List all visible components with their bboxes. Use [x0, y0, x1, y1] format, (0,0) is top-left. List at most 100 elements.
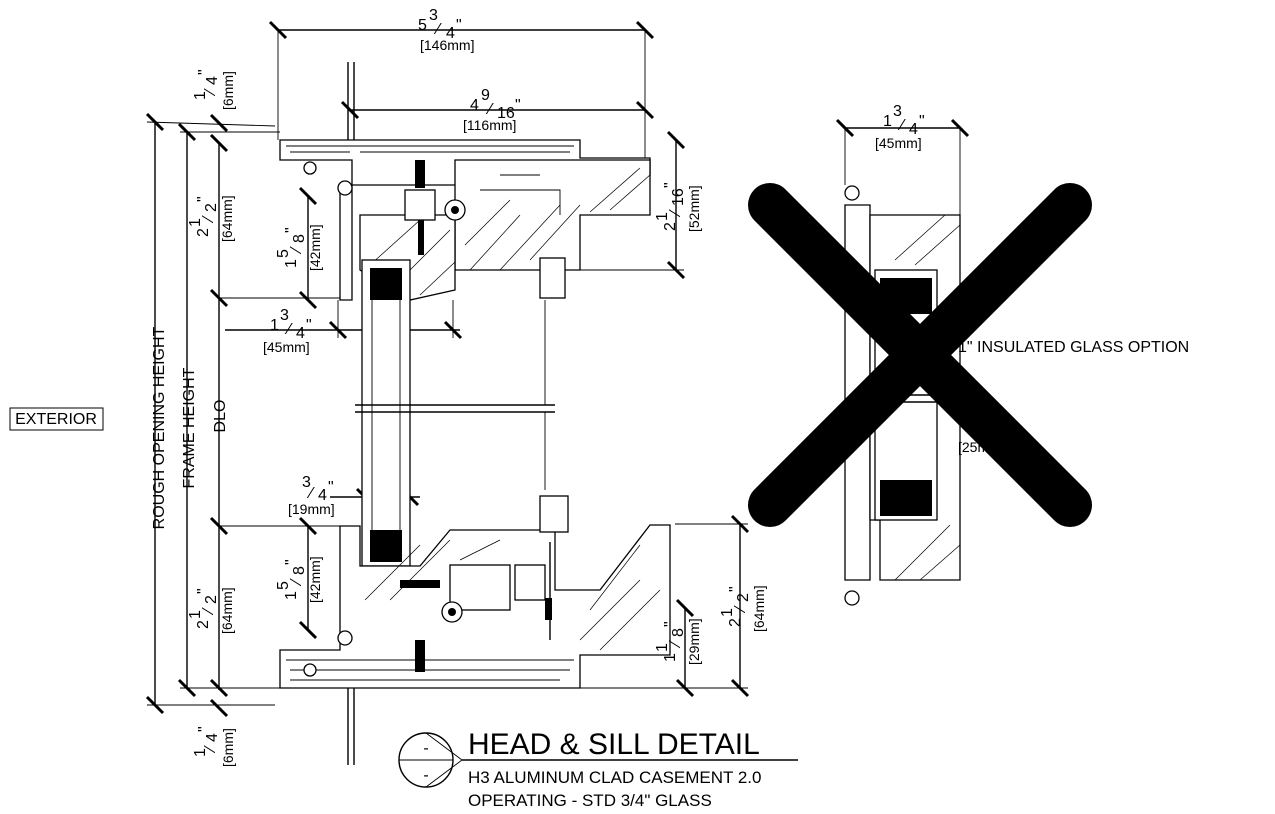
- svg-text:2: 2: [203, 595, 220, 604]
- svg-text:": ": [306, 317, 312, 334]
- svg-text:": ": [919, 113, 925, 130]
- svg-text:4: 4: [204, 76, 221, 85]
- dim-head-inner-width: 4 9 ⁄ 16 " [116mm]: [463, 87, 521, 133]
- detail-subtitle-2: OPERATING - STD 3/4" GLASS: [468, 791, 712, 810]
- svg-text:1: 1: [270, 317, 279, 334]
- detail-title: HEAD & SILL DETAIL: [468, 728, 760, 761]
- partial-mm-label: [25m: [958, 439, 989, 455]
- svg-text:": ": [328, 479, 334, 496]
- svg-text:⁄: ⁄: [306, 485, 315, 502]
- glass-unit: [355, 259, 555, 567]
- title-block: - - HEAD & SILL DETAIL H3 ALUMINUM CLAD …: [398, 728, 798, 810]
- svg-text:⁄: ⁄: [732, 605, 749, 614]
- dim-sill-sash: 1 5 ⁄ 8 " [42mm]: [275, 556, 323, 603]
- svg-text:1: 1: [283, 259, 300, 268]
- svg-text:3: 3: [429, 7, 438, 24]
- svg-text:": ": [196, 69, 213, 75]
- svg-text:8: 8: [291, 566, 308, 575]
- exterior-label: EXTERIOR: [15, 411, 97, 428]
- svg-text:": ": [456, 17, 462, 34]
- svg-text:8: 8: [291, 234, 308, 243]
- svg-text:4: 4: [296, 325, 305, 342]
- svg-text:⁄: ⁄: [433, 21, 442, 38]
- sill-section: [279, 495, 671, 765]
- svg-text:4: 4: [318, 487, 327, 504]
- svg-text:1: 1: [283, 591, 300, 600]
- svg-text:4: 4: [909, 121, 918, 138]
- svg-text:⁄: ⁄: [284, 321, 293, 338]
- svg-text:": ": [727, 586, 744, 592]
- svg-text:1: 1: [662, 653, 679, 662]
- svg-text:9: 9: [481, 87, 490, 104]
- svg-text:⁄: ⁄: [200, 607, 217, 616]
- frame-height-label: FRAME HEIGHT: [181, 367, 198, 488]
- dim-sill-interior: 2 1 ⁄ 2 " [64mm]: [719, 585, 767, 632]
- insulated-glass-option-detail: [748, 183, 1092, 606]
- svg-text:": ": [662, 621, 679, 627]
- svg-text:⁄: ⁄: [202, 745, 219, 754]
- svg-text:1: 1: [883, 113, 892, 130]
- svg-text:[6mm]: [6mm]: [220, 71, 236, 110]
- svg-text:5: 5: [275, 249, 292, 258]
- svg-text:1: 1: [187, 218, 204, 227]
- dim-head-frame-depth: 2 1 ⁄ 2 " [64mm]: [187, 195, 235, 242]
- svg-text:⁄: ⁄: [202, 88, 219, 97]
- svg-text:": ": [196, 726, 213, 732]
- dim-sill-bottom-gap: 1 ⁄ 4 " [6mm]: [192, 726, 236, 767]
- svg-text:4: 4: [470, 97, 479, 114]
- svg-text:1: 1: [719, 608, 736, 617]
- svg-text:3: 3: [893, 103, 902, 120]
- svg-text:": ": [195, 196, 212, 202]
- dim-head-sash: 1 5 ⁄ 8 " [42mm]: [275, 224, 323, 271]
- svg-text:3: 3: [302, 474, 311, 491]
- svg-text:8: 8: [670, 628, 687, 637]
- svg-text:4: 4: [204, 733, 221, 742]
- svg-text:[6mm]: [6mm]: [220, 728, 236, 767]
- svg-text:⁄: ⁄: [667, 640, 684, 649]
- svg-text:4: 4: [446, 25, 455, 42]
- svg-text:1: 1: [654, 643, 671, 652]
- svg-text:2: 2: [727, 618, 744, 627]
- svg-text:16: 16: [497, 105, 515, 122]
- dim-sill-frame-depth: 2 1 ⁄ 2 " [64mm]: [187, 587, 235, 634]
- svg-text:[45mm]: [45mm]: [875, 135, 922, 151]
- dlo-label: DLO: [212, 400, 229, 433]
- svg-text:⁄: ⁄: [288, 578, 305, 587]
- svg-text:2: 2: [735, 593, 752, 602]
- rough-opening-height-label: ROUGH OPENING HEIGHT: [151, 326, 168, 529]
- cross-out-mark: [748, 183, 1092, 527]
- svg-text:": ": [283, 227, 300, 233]
- svg-text:⁄: ⁄: [897, 117, 906, 134]
- svg-text:1: 1: [654, 212, 671, 221]
- svg-text:1: 1: [192, 91, 209, 100]
- svg-text:[146mm]: [146mm]: [420, 37, 474, 53]
- svg-text:[19mm]: [19mm]: [288, 501, 335, 517]
- svg-text:[64mm]: [64mm]: [751, 585, 767, 632]
- dim-option-sash-width: 1 3 ⁄ 4 " [45mm]: [875, 103, 925, 151]
- svg-text:2: 2: [195, 620, 212, 629]
- svg-text:16: 16: [670, 188, 687, 206]
- svg-text:⁄: ⁄: [667, 209, 684, 218]
- vertical-dimension-lines: [145, 112, 340, 718]
- svg-text:2: 2: [203, 203, 220, 212]
- svg-text:3: 3: [280, 307, 289, 324]
- dim-glass-thickness: 3 ⁄ 4 " [19mm]: [288, 474, 335, 517]
- svg-text:5: 5: [418, 17, 427, 34]
- svg-text:⁄: ⁄: [288, 246, 305, 255]
- svg-text:⁄: ⁄: [200, 215, 217, 224]
- svg-text:": ": [662, 182, 679, 188]
- detail-subtitle-1: H3 ALUMINUM CLAD CASEMENT 2.0: [468, 768, 761, 787]
- svg-text:[29mm]: [29mm]: [686, 618, 702, 665]
- dim-head-top-gap: 1 ⁄ 4 " [6mm]: [192, 69, 236, 110]
- dim-head-sash-width: 1 3 ⁄ 4 " [45mm]: [263, 307, 312, 355]
- section-marker-bottom: -: [423, 767, 428, 784]
- svg-text:[42mm]: [42mm]: [307, 224, 323, 271]
- svg-text:[45mm]: [45mm]: [263, 339, 310, 355]
- svg-text:2: 2: [662, 222, 679, 231]
- svg-text:[52mm]: [52mm]: [686, 185, 702, 232]
- insulated-glass-option-label: 1" INSULATED GLASS OPTION: [958, 339, 1189, 356]
- svg-text:": ": [515, 97, 521, 114]
- dim-sill-stop: 1 1 ⁄ 8 " [29mm]: [654, 618, 702, 665]
- svg-text:[42mm]: [42mm]: [307, 556, 323, 603]
